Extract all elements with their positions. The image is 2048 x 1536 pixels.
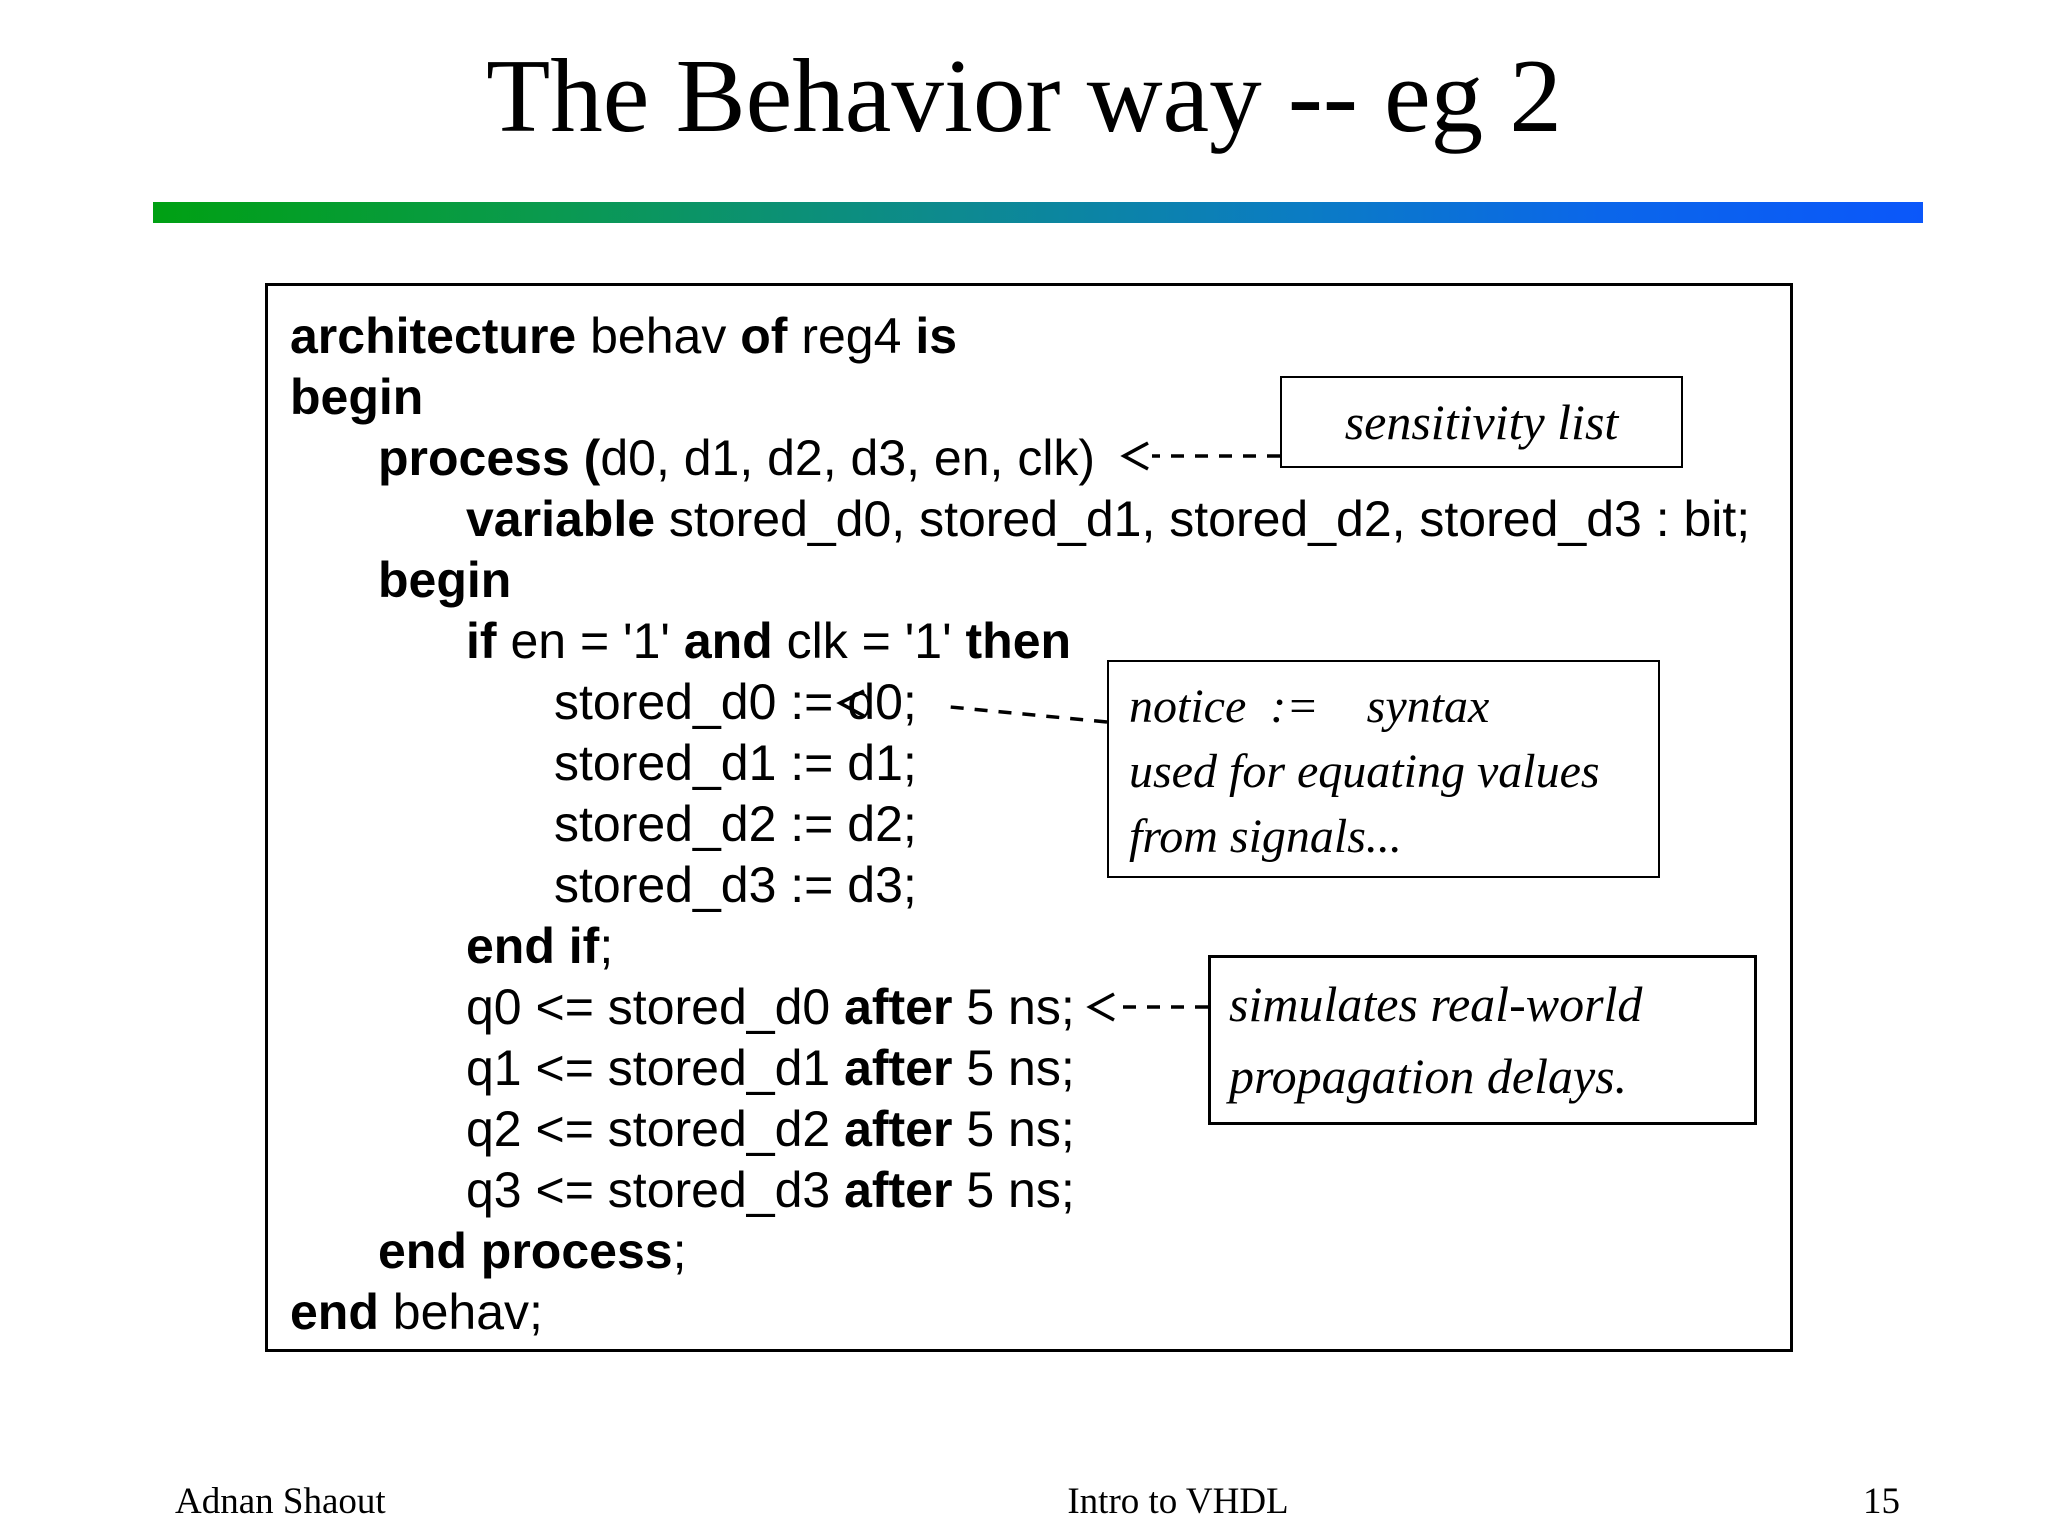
- code-line: begin: [290, 369, 424, 425]
- callout-text: used for equating values: [1129, 745, 1600, 798]
- gradient-divider-bar: [153, 202, 1923, 223]
- code-line: stored_d1 := d1;: [554, 735, 917, 791]
- callout-sensitivity-list: sensitivity list: [1280, 376, 1683, 468]
- code-line: begin: [378, 552, 512, 608]
- footer-course-title: Intro to VHDL: [1067, 1481, 1289, 1522]
- code-line: variable stored_d0, stored_d1, stored_d2…: [466, 491, 1751, 547]
- code-line: process (d0, d1, d2, d3, en, clk): [378, 430, 1096, 486]
- callout-text: from signals...: [1129, 810, 1402, 863]
- callout-text: notice := syntax: [1129, 680, 1490, 733]
- code-line: q3 <= stored_d3 after 5 ns;: [466, 1162, 1075, 1218]
- code-line: q2 <= stored_d2 after 5 ns;: [466, 1101, 1075, 1157]
- code-line: end if;: [466, 918, 614, 974]
- code-line: q1 <= stored_d1 after 5 ns;: [466, 1040, 1075, 1096]
- code-line: stored_d2 := d2;: [554, 796, 917, 852]
- callout-propagation-delays: simulates real-world propagation delays.: [1208, 955, 1757, 1125]
- footer-page-number: 15: [1863, 1481, 1900, 1522]
- callout-text: propagation delays.: [1229, 1048, 1628, 1104]
- code-line: stored_d0 := d0;: [554, 674, 917, 730]
- callout-text: sensitivity list: [1344, 394, 1619, 450]
- code-line: end behav;: [290, 1284, 543, 1340]
- callout-text: simulates real-world: [1229, 976, 1643, 1032]
- code-line: end process;: [378, 1223, 687, 1279]
- callout-notice-syntax: notice := syntax used for equating value…: [1107, 660, 1660, 878]
- slide-title: The Behavior way -- eg 2: [486, 37, 1562, 154]
- code-line: if en = '1' and clk = '1' then: [466, 613, 1072, 669]
- code-line: architecture behav of reg4 is: [290, 308, 958, 364]
- code-line: stored_d3 := d3;: [554, 857, 917, 913]
- footer-author: Adnan Shaout: [175, 1481, 386, 1522]
- code-line: q0 <= stored_d0 after 5 ns;: [466, 979, 1075, 1035]
